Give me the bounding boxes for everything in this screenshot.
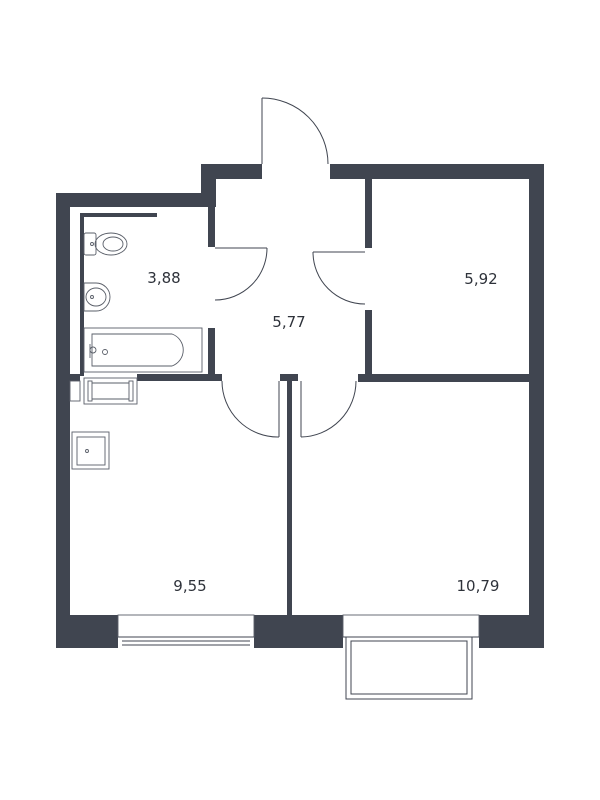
- kitchen-area-label: 9,55: [173, 577, 206, 595]
- kitchen-sink-icon: [71, 431, 110, 470]
- living-room-area-label: 10,79: [457, 577, 500, 595]
- entrance-door: [261, 97, 329, 165]
- living-room-door: [300, 380, 357, 438]
- area-labels: 3,88 5,77 5,92 9,55 10,79: [147, 269, 499, 595]
- windows: [117, 614, 480, 700]
- bathroom-area-label: 3,88: [147, 269, 180, 287]
- interior-walls: [70, 179, 529, 615]
- outer-walls: [56, 164, 544, 648]
- kitchen-door: [221, 380, 280, 438]
- hallway-area-label: 5,77: [272, 313, 305, 331]
- bathroom-fixtures: [69, 232, 203, 405]
- doors: [214, 97, 366, 438]
- toilet-icon: [83, 232, 128, 256]
- kitchen-fixtures: [71, 431, 110, 470]
- bedroom-area-label: 5,92: [464, 270, 497, 288]
- bathroom-door: [214, 247, 268, 301]
- bathtub-icon: [83, 327, 203, 373]
- balcony: [345, 636, 473, 700]
- kitchen-window: [117, 614, 255, 646]
- sink-icon: [83, 282, 111, 312]
- bedroom-door: [312, 251, 366, 305]
- living-room-window: [342, 614, 480, 638]
- ventilation-grille-icon: [69, 377, 138, 405]
